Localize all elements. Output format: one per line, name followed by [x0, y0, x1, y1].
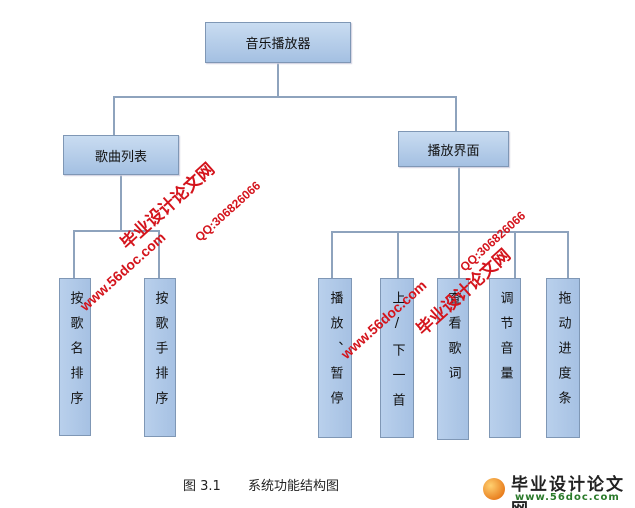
connector [113, 96, 456, 98]
node-song-list: 歌曲列表 [63, 135, 179, 175]
logo-icon [483, 478, 505, 500]
connector [458, 166, 460, 278]
node-sort-by-name: 按歌名排序 [59, 278, 91, 436]
node-drag-progress: 拖动进度条 [546, 278, 580, 438]
node-prev-next: 上/下一首 [380, 278, 414, 438]
site-logo: 毕业设计论文网 www.56doc.com [475, 470, 635, 508]
connector [397, 231, 399, 278]
connector [120, 174, 122, 231]
connector [331, 231, 333, 278]
connector [73, 230, 75, 278]
node-adjust-volume: 调节音量 [489, 278, 521, 438]
connector [455, 96, 457, 132]
figure-number: 图 3.1 [183, 479, 221, 494]
node-play-pause: 播放、暂停 [318, 278, 352, 438]
logo-url: www.56doc.com [515, 492, 620, 503]
node-root: 音乐播放器 [205, 22, 351, 63]
node-play-ui: 播放界面 [398, 131, 509, 167]
connector [113, 96, 115, 136]
figure-title: 系统功能结构图 [248, 479, 340, 494]
node-view-lyrics: 查看歌词 [437, 278, 469, 440]
connector [567, 231, 569, 278]
connector [73, 230, 159, 232]
connector [514, 231, 516, 278]
node-sort-by-artist: 按歌手排序 [144, 278, 176, 437]
connector [331, 231, 569, 233]
logo-name: 毕业设计论文网 [511, 475, 625, 508]
connector [277, 62, 279, 97]
connector [158, 230, 160, 278]
